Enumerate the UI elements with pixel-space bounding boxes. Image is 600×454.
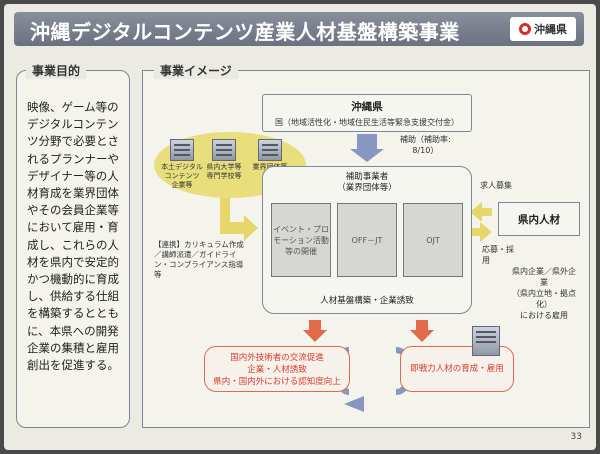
collaboration-note-line: 【連携】カリキュラム作成	[154, 240, 244, 249]
page-number: 33	[570, 432, 582, 442]
title-banner: 沖縄デジタルコンテンツ産業人材基盤構築事業 沖縄県	[14, 12, 584, 46]
apply-arrow	[470, 222, 492, 242]
company-building-icon	[170, 139, 194, 161]
subsidy-line-2: 8/10）	[412, 146, 439, 155]
off-jt-box: OFF－JT	[337, 203, 397, 277]
recipient-title-line: 補助事業者	[345, 172, 389, 182]
image-label: 事業イメージ	[154, 62, 238, 79]
slide: 沖縄デジタルコンテンツ産業人材基盤構築事業 沖縄県 映像、ゲーム等のデジタルコン…	[4, 4, 596, 450]
apply-label-line: 応募・採	[482, 245, 514, 254]
funding-arrow	[350, 134, 384, 162]
recipient-bottom-text: 人材基盤構築・企業誘致	[320, 296, 414, 306]
recipient-title: 補助事業者 （業界団体等）	[263, 172, 471, 194]
employment-note-line: 化）	[536, 300, 552, 309]
purpose-text: 映像、ゲーム等のデジタルコンテンツ分野で必要とされるプランナーやデザイナー等の人…	[27, 100, 119, 373]
outcome-arrow-1	[303, 320, 327, 342]
collaboration-note-line: ン・コンプライアンス指導	[154, 260, 244, 269]
university-building-icon	[212, 139, 236, 161]
partner-label-companies: 本土デジタル コンテンツ 企業等	[156, 163, 208, 190]
partner-label-line: 専門学校等	[206, 172, 242, 180]
outcome-arrow-2	[410, 320, 434, 342]
subsidy-note: 補助（補助率: 8/10）	[400, 134, 451, 156]
purpose-label: 事業目的	[26, 62, 87, 79]
subsidy-line-1: 補助（補助率:	[400, 135, 451, 144]
collaboration-note-line: ／講師派遣／ガイドライ	[154, 250, 237, 259]
apply-label: 応募・採 用	[482, 244, 514, 266]
okinawa-logo: 沖縄県	[510, 17, 576, 41]
outcome-line: 企業・人材誘致	[247, 365, 307, 375]
employment-note-line: 県内企業／県外企	[512, 267, 576, 276]
recruit-label: 求人募集	[480, 181, 512, 190]
partner-label-line: 県内大学等	[206, 163, 242, 171]
association-building-icon	[258, 139, 282, 161]
okinawa-detail: 国（地域活性化・地域住民生活等緊急支援交付金）	[275, 118, 459, 127]
partner-label-line: 本土デジタル	[161, 163, 203, 171]
okinawa-name: 沖縄県	[351, 101, 383, 113]
apply-label-line: 用	[482, 256, 490, 265]
partner-label-line: コンテンツ	[164, 172, 200, 180]
employment-note-line: における雇用	[520, 311, 568, 320]
outcome-line: 国内外技術者の交流促進	[230, 353, 324, 363]
employment-note-line: 業	[540, 278, 548, 287]
employment-note: 県内企業／県外企 業 （県内立地・拠点 化） における雇用	[504, 266, 584, 321]
purpose-panel: 映像、ゲーム等のデジタルコンテンツ分野で必要とされるプランナーやデザイナー等の人…	[16, 70, 130, 428]
okinawa-prefecture-box: 沖縄県 国（地域活性化・地域住民生活等緊急支援交付金）	[262, 94, 472, 132]
logo-text: 沖縄県	[534, 23, 567, 36]
okinawa-emblem-icon	[519, 23, 531, 35]
outcome-line: 県内・国内外における認知度向上	[213, 377, 341, 387]
ojt-box: OJT	[403, 203, 463, 277]
subsidy-recipient-box: 補助事業者 （業界団体等） イベント・プロモーション活動等の開催 OFF－JT …	[262, 166, 472, 314]
page-title: 沖縄デジタルコンテンツ産業人材基盤構築事業	[30, 20, 460, 44]
event-promotion-box: イベント・プロモーション活動等の開催	[271, 203, 331, 277]
partner-label-line: 企業等	[171, 181, 193, 189]
recruit-arrow	[470, 202, 492, 222]
recipient-title-line: （業界団体等）	[337, 183, 397, 193]
outcome-exchange-box: 国内外技術者の交流促進 企業・人材誘致 県内・国内外における認知度向上	[204, 346, 350, 392]
collaboration-arrow	[220, 194, 258, 241]
local-talent-box: 県内人材	[498, 202, 580, 236]
partner-label-schools: 県内大学等 専門学校等	[202, 163, 246, 181]
collaboration-note-line: 等	[154, 270, 162, 279]
employment-note-line: （県内立地・拠点	[512, 289, 576, 298]
collaboration-note: 【連携】カリキュラム作成 ／講師派遣／ガイドライ ン・コンプライアンス指導 等	[154, 240, 266, 280]
office-building-icon	[472, 326, 500, 356]
